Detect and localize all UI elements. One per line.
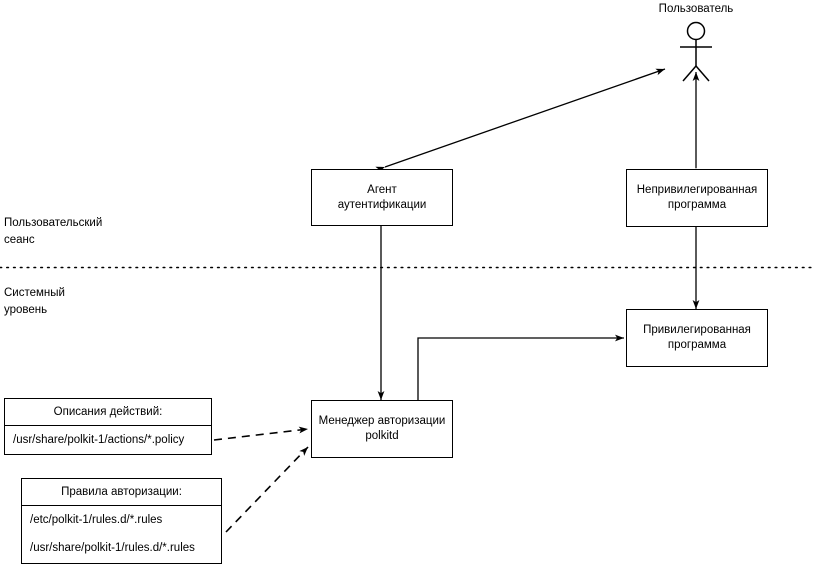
zone-label-user-session: Пользовательский сеанс <box>4 217 103 246</box>
connector-rules-to-manager <box>225 446 309 533</box>
node-privileged-program[interactable]: Привилегированная программа <box>626 309 768 367</box>
file-box-authorization-rules-title: Правила авторизации: <box>22 479 221 506</box>
node-auth-agent-label: Агент аутентификации <box>337 183 427 211</box>
file-box-action-descriptions-title: Описания действий: <box>5 399 211 426</box>
node-unprivileged-program-label: Непривилегированная программа <box>636 184 758 211</box>
node-authorization-manager[interactable]: Менеджер авторизации polkitd <box>311 400 453 458</box>
file-box-authorization-rules-row-1: /usr/share/polkit-1/rules.d/*.rules <box>30 542 195 554</box>
file-box-action-descriptions[interactable]: Описания действий: /usr/share/polkit-1/a… <box>4 398 212 455</box>
connector-agent-to-actor <box>375 68 666 174</box>
connector-actions-to-manager <box>213 426 309 441</box>
actor-label: Пользователь <box>658 3 734 15</box>
connector-manager-to-privileged <box>414 334 624 409</box>
file-box-action-descriptions-row-0: /usr/share/polkit-1/actions/*.policy <box>13 434 185 446</box>
node-authorization-manager-label: Менеджер авторизации polkitd <box>318 415 446 442</box>
file-box-authorization-rules[interactable]: Правила авторизации: /etc/polkit-1/rules… <box>21 478 222 564</box>
node-unprivileged-program[interactable]: Непривилегированная программа <box>626 169 768 227</box>
node-privileged-program-label: Привилегированная программа <box>643 324 751 351</box>
stick-figure-actor-icon <box>680 21 712 82</box>
zone-label-system-level: Системный уровень <box>4 287 65 316</box>
file-box-authorization-rules-row-0: /etc/polkit-1/rules.d/*.rules <box>30 514 163 526</box>
node-auth-agent[interactable]: Агент аутентификации <box>311 169 453 226</box>
